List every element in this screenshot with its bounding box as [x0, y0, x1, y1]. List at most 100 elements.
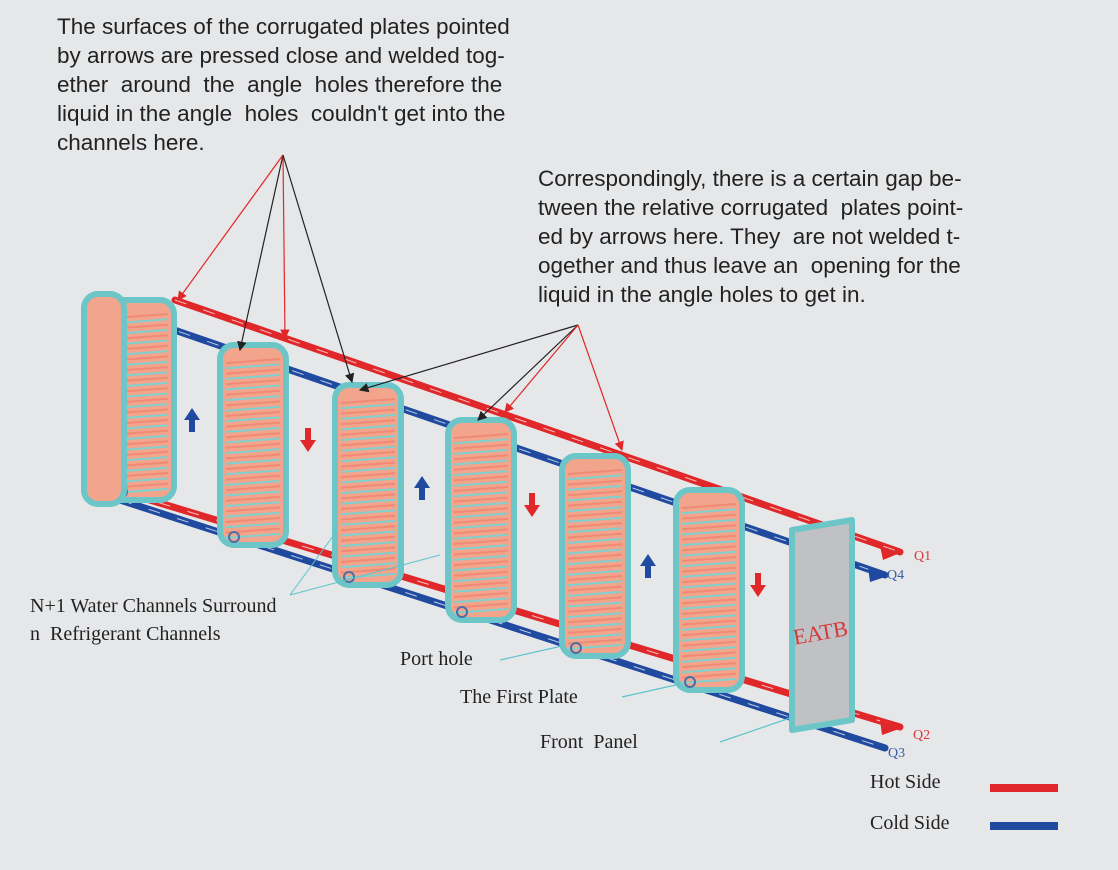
plate-corrugation [225, 517, 281, 523]
plate-corrugation [567, 474, 623, 481]
plate-corrugation [225, 363, 281, 370]
pointer-arrow [237, 154, 284, 352]
plate-corrugation [225, 448, 281, 455]
plate-corrugation [453, 480, 509, 487]
plate-corrugation [225, 432, 281, 439]
plate-corrugation [681, 534, 737, 541]
pointer-arrow [280, 154, 290, 340]
first-plate-label: The First Plate [460, 686, 578, 708]
flow-down-arrow-icon [524, 493, 540, 517]
plate-corrugation [681, 508, 737, 515]
plate-pack-4 [445, 417, 517, 623]
plate-corrugation [567, 628, 623, 634]
plate-corrugation [681, 640, 737, 647]
plate-corrugation [681, 603, 737, 610]
plate-corrugation [340, 429, 396, 436]
plate-corrugation [453, 486, 509, 492]
plate-corrugation [453, 433, 509, 439]
plate-corrugation [567, 569, 623, 576]
plate-corrugation [225, 411, 281, 417]
plate-corrugation [567, 537, 623, 544]
pointer-arrow [504, 324, 579, 413]
front-panel [789, 517, 855, 733]
plate-corrugation [453, 470, 509, 477]
plate-corrugation [453, 565, 509, 572]
flow-down-arrow-icon [750, 573, 766, 597]
plate-corrugation [567, 617, 623, 624]
plate-corrugation [681, 577, 737, 584]
plate-corrugation [681, 582, 737, 589]
port-hole-icon [570, 642, 582, 654]
plate-corrugation [225, 474, 281, 481]
plate-corrugation [340, 504, 396, 510]
plate-corrugation [567, 543, 623, 550]
plate-corrugation [567, 553, 623, 560]
plate-corrugation [567, 527, 623, 534]
plate-corrugation [225, 426, 281, 433]
flow-up-arrow-icon [640, 554, 656, 578]
q1-arrow-icon [880, 546, 900, 560]
plate-corrugation [681, 651, 737, 658]
plate-corrugation [340, 488, 396, 495]
plate-corrugation [453, 501, 509, 508]
plate-corrugation [453, 586, 509, 593]
plate-corrugation [681, 646, 737, 653]
plate-corrugation [225, 464, 281, 470]
plate-corrugation [453, 454, 509, 461]
plate-corrugation [567, 559, 623, 566]
plate-corrugation [225, 379, 281, 386]
plate-corrugation [453, 549, 509, 556]
plate-corrugation [225, 511, 281, 518]
plate-corrugation [567, 612, 623, 619]
plate-corrugation [567, 575, 623, 581]
plate-corrugation [453, 592, 509, 598]
plate-corrugation [453, 448, 509, 455]
port-hole-icon [343, 571, 355, 583]
plate-pack-3 [332, 382, 404, 588]
plate-corrugation [453, 512, 509, 519]
plate-corrugation [453, 443, 509, 450]
plate-corrugation [340, 466, 396, 473]
plate-corrugation [681, 571, 737, 578]
plate-corrugation [340, 398, 396, 404]
plate-corrugation [225, 405, 281, 412]
pointer-arrow [577, 324, 624, 452]
plate-corrugation [567, 548, 623, 555]
plate-corrugation [567, 500, 623, 507]
plate-corrugation [453, 570, 509, 577]
plate-corrugation [453, 517, 509, 524]
plate-corrugation [681, 614, 737, 621]
plate-corrugation [567, 585, 623, 592]
plate-corrugation [681, 518, 737, 525]
plate-corrugation [681, 656, 737, 663]
welded-plates-note: The surfaces of the corrugated plates po… [57, 14, 510, 155]
plate-corrugation [681, 630, 737, 637]
end-plate [81, 291, 127, 507]
plate-corrugation [567, 522, 623, 528]
plate-corrugation [567, 606, 623, 613]
plate-corrugation [681, 635, 737, 642]
gap-plates-note: Correspondingly, there is a certain gap … [538, 166, 964, 307]
plate-corrugation [340, 419, 396, 426]
pointer-arrow [477, 324, 579, 421]
plate-corrugation [681, 503, 737, 509]
plate-corrugation [225, 368, 281, 375]
plate-corrugation [453, 533, 509, 540]
plate-corrugation [453, 464, 509, 471]
plate-corrugation [340, 408, 396, 415]
port-q1-label: Q1 [914, 549, 932, 564]
plate-corrugation [225, 400, 281, 407]
plate-corrugation [225, 501, 281, 508]
plate-corrugation [567, 564, 623, 571]
plate-corrugation [567, 495, 623, 502]
plate-corrugation [681, 545, 737, 552]
port-q3-label: Q3 [888, 746, 906, 761]
plate-corrugation [453, 607, 509, 614]
plate-corrugation [340, 482, 396, 489]
plate-corrugation [225, 479, 281, 486]
plate-corrugation [567, 506, 623, 513]
plate-corrugation [453, 544, 509, 551]
plate-corrugation [567, 516, 623, 523]
plate-corrugation [225, 453, 281, 460]
